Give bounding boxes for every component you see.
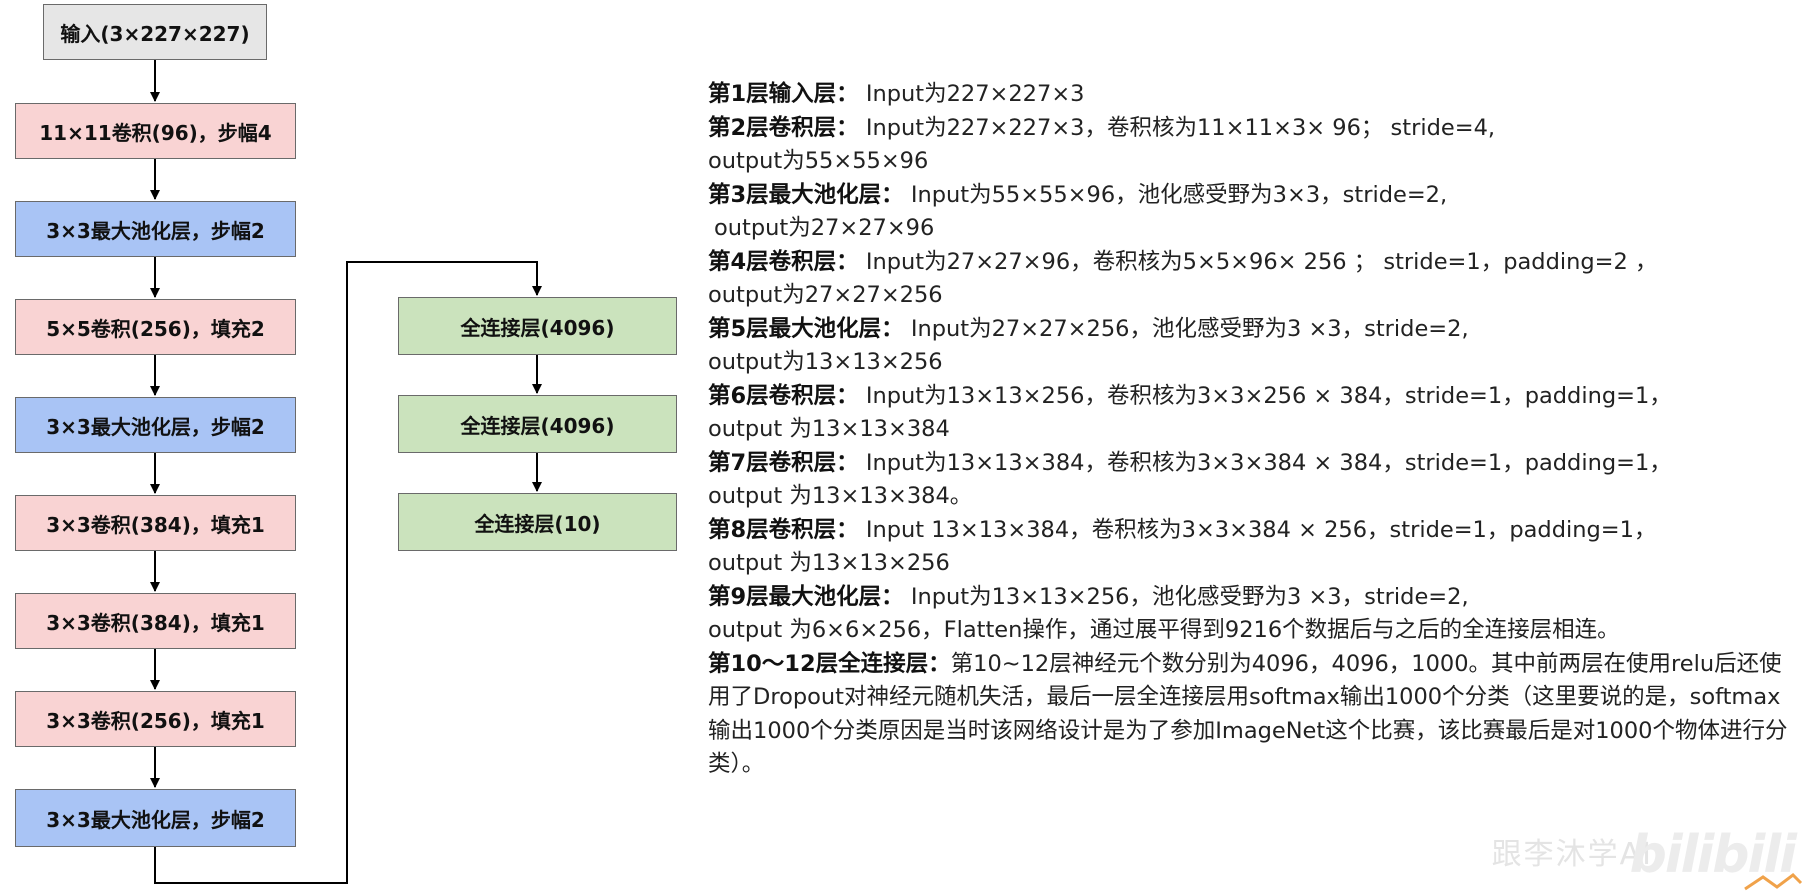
layer6-body: Input为13×13×256，卷积核为3×3×256 × 384，stride… [865,382,1672,409]
layer10-12-desc: 第10～12层全连接层：第10~12层神经元个数分别为4096，4096，100… [708,648,1798,782]
layer-description-panel: 第1层输入层： Input为227×227×3 第2层卷积层： Input为22… [708,78,1798,782]
layer7-body: Input为13×13×384，卷积核为3×3×384 × 384，stride… [865,449,1672,476]
layer3-body: Input为55×55×96，池化感受野为3×3，stride=2, [910,181,1448,208]
layer2-output: output为55×55×96 [708,148,929,174]
corner-accent-icon [1744,873,1803,891]
pool2-box: 3×3最大池化层，步幅2 [15,397,296,453]
layer3-heading: 第3层最大池化层： [708,181,904,208]
layer3-output: output为27×27×96 [714,215,935,241]
layer5-desc: 第5层最大池化层： Input为27×27×256，池化感受野为3 ×3，str… [708,313,1798,347]
layer5-heading: 第5层最大池化层： [708,315,904,342]
layer1-body: Input为227×227×3 [865,81,1085,107]
layer5-body: Input为27×27×256，池化感受野为3 ×3，stride=2, [910,315,1469,342]
wire-pool3-to-fc1 [154,261,542,884]
fc3-box: 全连接层(10) [398,493,677,551]
layer3-desc: 第3层最大池化层： Input为55×55×96，池化感受野为3×3，strid… [708,179,1798,213]
layer4-body: Input为27×27×96，卷积核为5×5×96× 256 ； stride=… [865,248,1658,275]
pool1-box: 3×3最大池化层，步幅2 [15,201,296,257]
fc2-box: 全连接层(4096) [398,395,677,453]
layer4-output: output为27×27×256 [708,282,943,308]
watermark-text: 跟李沐学AI [1491,837,1653,872]
layer1-desc: 第1层输入层： Input为227×227×3 [708,78,1798,112]
layer9-heading: 第9层最大池化层： [708,583,904,610]
layer4-heading: 第4层卷积层： [708,248,859,275]
layer7-heading: 第7层卷积层： [708,449,859,476]
layer9-desc: 第9层最大池化层： Input为13×13×256，池化感受野为3 ×3，str… [708,581,1798,615]
layer9-output: output 为6×6×256，Flatten操作，通过展平得到9216个数据后… [708,617,1620,643]
layer10-12-body: 第10~12层神经元个数分别为4096，4096，1000。其中前两层在使用re… [708,650,1788,778]
conv1-box: 11×11卷积(96)，步幅4 [15,103,296,159]
layer2-body: Input为227×227×3，卷积核为11×11×3× 96； stride=… [865,114,1496,141]
conv2-box: 5×5卷积(256)，填充2 [15,299,296,355]
conv3-box: 3×3卷积(384)，填充1 [15,495,296,551]
input-box: 输入(3×227×227) [43,4,267,60]
layer8-body: Input 13×13×384，卷积核为3×3×384 × 256，stride… [865,516,1657,543]
layer7-output: output 为13×13×384。 [708,483,973,509]
layer6-desc: 第6层卷积层： Input为13×13×256，卷积核为3×3×256 × 38… [708,380,1798,414]
layer2-heading: 第2层卷积层： [708,114,859,141]
layer4-desc: 第4层卷积层： Input为27×27×96，卷积核为5×5×96× 256 ；… [708,246,1798,280]
layer9-body: Input为13×13×256，池化感受野为3 ×3，stride=2, [910,583,1469,610]
layer7-desc: 第7层卷积层： Input为13×13×384，卷积核为3×3×384 × 38… [708,447,1798,481]
layer6-output: output 为13×13×384 [708,416,950,442]
layer1-heading: 第1层输入层： [708,81,859,107]
layer8-output: output 为13×13×256 [708,550,950,576]
conv4-box: 3×3卷积(384)，填充1 [15,593,296,649]
pool3-box: 3×3最大池化层，步幅2 [15,789,296,847]
bilibili-logo: bilibili [1629,825,1797,885]
fc1-box: 全连接层(4096) [398,297,677,355]
layer8-desc: 第8层卷积层： Input 13×13×384，卷积核为3×3×384 × 25… [708,514,1798,548]
layer5-output: output为13×13×256 [708,349,943,375]
layer8-heading: 第8层卷积层： [708,516,859,543]
layer2-desc: 第2层卷积层： Input为227×227×3，卷积核为11×11×3× 96；… [708,112,1798,146]
conv5-box: 3×3卷积(256)，填充1 [15,691,296,747]
layer6-heading: 第6层卷积层： [708,382,859,409]
layer10-12-heading: 第10～12层全连接层： [708,650,951,677]
